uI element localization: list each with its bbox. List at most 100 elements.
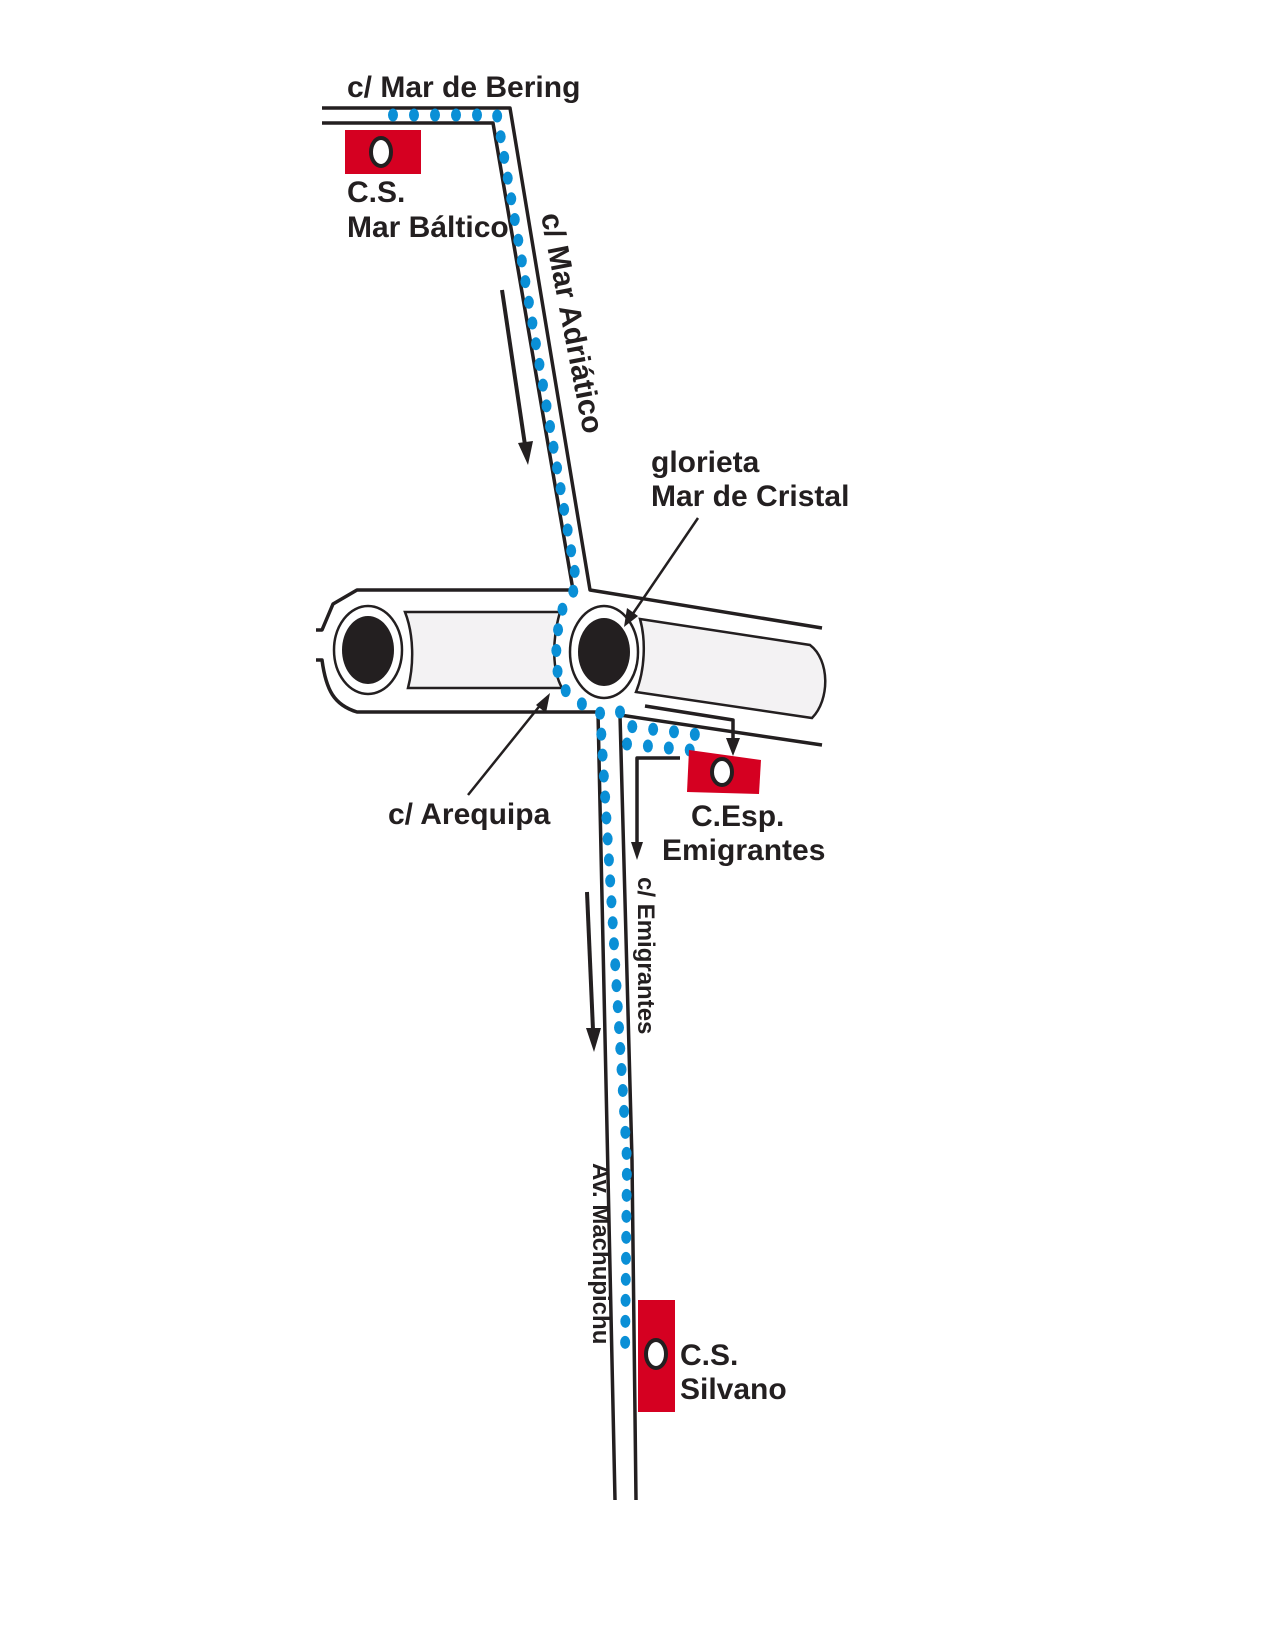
arrow-head-icon [586,1028,601,1052]
route-dot [576,697,587,711]
route-dot [606,895,617,909]
place-label-line1: C.S. [347,176,405,209]
route-dot [620,1251,631,1265]
road-mar-de-bering-top [322,106,823,630]
route-dot [615,705,625,719]
place-label-line2: Mar Báltico [347,211,509,244]
route-dot [621,1146,632,1160]
arrow-head-icon [536,693,550,713]
walking-route [388,108,700,1349]
route-dot [560,684,571,698]
route-dot [620,1314,631,1328]
glorieta-label-line2: Mar de Cristal [651,480,849,513]
route-dot [472,108,482,122]
place-label-line1: C.S. [680,1339,738,1372]
roundabout-left-island [342,616,394,684]
route-dot [537,378,548,392]
arrow-head-icon [518,441,533,465]
arrow-head-icon [726,738,740,756]
route-dot [619,1104,630,1118]
location-pin-icon [369,136,393,168]
street-label-mar-de-bering: c/ Mar de Bering [347,71,580,104]
arrow-head-icon [631,842,643,860]
route-dot [551,643,562,657]
route-dot [620,1293,631,1307]
route-dot [568,584,579,598]
marker-silvano[interactable] [638,1300,675,1412]
route-dot [566,544,577,558]
route-dot [608,937,619,951]
location-pin-icon [644,1338,668,1370]
route-dot [545,420,556,434]
place-label-line2: Silvano [680,1373,787,1406]
route-dot [430,108,440,122]
street-label-arequipa: c/ Arequipa [388,798,551,831]
route-dot [520,275,531,289]
route-dot [499,150,510,164]
direction-arrows [467,289,700,1052]
route-dot [663,741,674,755]
route-dot [502,171,513,185]
route-dot [620,1125,631,1139]
median-left [403,610,565,690]
route-dot [627,720,638,734]
street-label-machupichu: Av. Machupichu [587,1163,614,1344]
route-dot [509,212,520,226]
route-dot [552,461,563,475]
route-dot [552,664,563,678]
direction-arrow-icon [585,891,595,1031]
route-dot [506,192,517,206]
route-dot [553,623,564,637]
route-dot [622,737,632,751]
route-dot [610,958,621,972]
route-dot [597,748,608,762]
route-dot [621,1230,632,1244]
route-dot [642,739,653,753]
route-dot [530,337,541,351]
marker-emigrantes[interactable] [687,750,761,794]
route-dot [614,1021,625,1035]
road-mar-de-bering-bottom [316,121,575,632]
route-dot [409,108,419,122]
route-dot [605,874,616,888]
route-dot [596,727,607,741]
route-dot [648,722,659,736]
route-dot [607,916,618,930]
route-dot [534,357,545,371]
location-pin-icon [710,757,734,787]
roads [316,106,827,1501]
route-dot [541,399,552,413]
route-dot [621,1209,632,1223]
glorieta-label-line1: glorieta [651,446,760,479]
route-dot [513,233,524,247]
route-dot [569,564,580,578]
route-dot [495,130,506,144]
route-dot [388,108,398,122]
route-dot [548,440,559,454]
route-dot [557,602,568,616]
road-emigrantes-branch [644,704,735,745]
leader-line [630,517,700,616]
median-right [634,617,827,720]
route-dot [620,1335,631,1349]
place-label-line2: Emigrantes [662,834,825,867]
route-dot [598,769,609,783]
marker-mar-baltico[interactable] [345,130,421,174]
route-dot [616,1063,627,1077]
roundabout-left-end [316,658,617,1501]
glorieta-island [578,618,630,686]
route-dot [523,295,534,309]
route-dot [562,523,573,537]
route-dot [621,1167,632,1181]
route-dot [492,109,503,123]
route-dot [603,853,614,867]
street-label-emigrantes: c/ Emigrantes [632,877,659,1034]
route-dot [601,811,612,825]
route-dot [611,979,622,993]
road-emigrantes-access [635,756,680,845]
place-label-line1: C.Esp. [691,800,784,833]
route-dot [620,1272,631,1286]
route-dot [595,706,606,720]
route-dot [559,502,570,516]
